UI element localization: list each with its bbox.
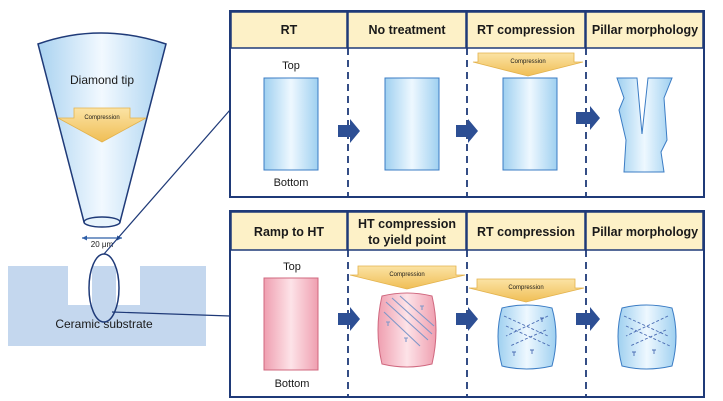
pillar-no-treatment [384, 77, 440, 171]
top-label-upper: Top [282, 60, 300, 72]
pillar-fractured [616, 77, 673, 173]
slip-bands-ht [383, 295, 435, 347]
rt-compression-arrow-lower [468, 278, 585, 303]
top-header-no-treatment: No treatment [368, 23, 446, 37]
top-header-pillar-morphology: Pillar morphology [592, 23, 698, 37]
dislocations-final [623, 315, 671, 356]
bottom-header-ht-compression-line1: HT compression [358, 217, 456, 231]
bottom-header-rt-compression: RT compression [477, 225, 575, 239]
pillar-rt [263, 77, 319, 171]
tip-compression-label: Compression [84, 115, 119, 121]
scale-bar [82, 235, 122, 241]
scale-label: 20 μm [91, 240, 114, 249]
bottom-label-upper: Bottom [274, 177, 309, 189]
bottom-header-ramp-to-ht: Ramp to HT [254, 225, 325, 239]
bottom-header-ht-compression-line2: to yield point [368, 233, 447, 247]
top-compression-label: Compression [510, 59, 545, 65]
top-header-rt-compression: RT compression [477, 23, 575, 37]
rt-compression-label-lower: Compression [508, 285, 543, 291]
diamond-tip-label: Diamond tip [70, 73, 134, 87]
top-label-lower: Top [283, 261, 301, 273]
ceramic-substrate [8, 266, 206, 346]
pillar-morphology-lower [617, 304, 677, 370]
pillar-rt-compression-lower [497, 304, 557, 370]
top-compression-arrow [472, 52, 584, 77]
process-arrows-bottom [338, 307, 600, 331]
process-arrows-top [338, 106, 600, 143]
bottom-label-lower: Bottom [275, 378, 310, 390]
ht-compression-arrow [349, 265, 466, 290]
ht-compression-label: Compression [389, 272, 424, 278]
substrate-label: Ceramic substrate [55, 317, 153, 331]
zoom-line-top [103, 109, 231, 255]
dislocations-rt [503, 315, 551, 356]
pillar-rt-compression [502, 77, 558, 171]
tip-compression-arrow [57, 107, 147, 143]
bottom-header-pillar-morphology: Pillar morphology [592, 225, 698, 239]
pillar-ht-compression [377, 292, 437, 368]
top-header-rt: RT [281, 23, 298, 37]
pillar-ramp-to-ht [263, 277, 319, 371]
zoom-line-bottom [111, 311, 231, 317]
